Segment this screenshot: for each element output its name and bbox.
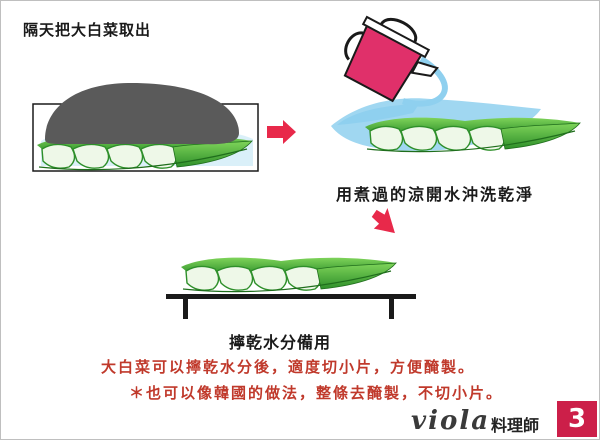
- step-title: 隔天把大白菜取出: [23, 21, 152, 39]
- rinse-caption: 用煮過的涼開水沖洗乾淨: [336, 185, 535, 204]
- pressed-cabbage-scene: [32, 83, 259, 172]
- step-number-badge: 3: [557, 401, 597, 437]
- cabbage-icon: [180, 256, 397, 293]
- drain-caption: 擰乾水分備用: [229, 333, 332, 352]
- rinse-scene: [331, 15, 581, 153]
- down-arrow-icon: [371, 207, 395, 234]
- stone-weight-icon: [45, 83, 239, 145]
- cabbage-icon: [364, 116, 581, 153]
- kettle-icon: [343, 15, 439, 103]
- brand-logo: viola: [411, 406, 491, 436]
- drained-cabbage-scene: [166, 256, 416, 319]
- brand-suffix: 料理師: [491, 416, 540, 435]
- cutting-note: 大白菜可以擰乾水分後，適度切小片，方便醃製。: [101, 358, 476, 376]
- right-arrow-icon: [267, 120, 296, 144]
- korean-style-note: ＊也可以像韓國的做法，整條去醃製，不切小片。: [129, 384, 504, 402]
- drying-rack-icon: [166, 294, 416, 319]
